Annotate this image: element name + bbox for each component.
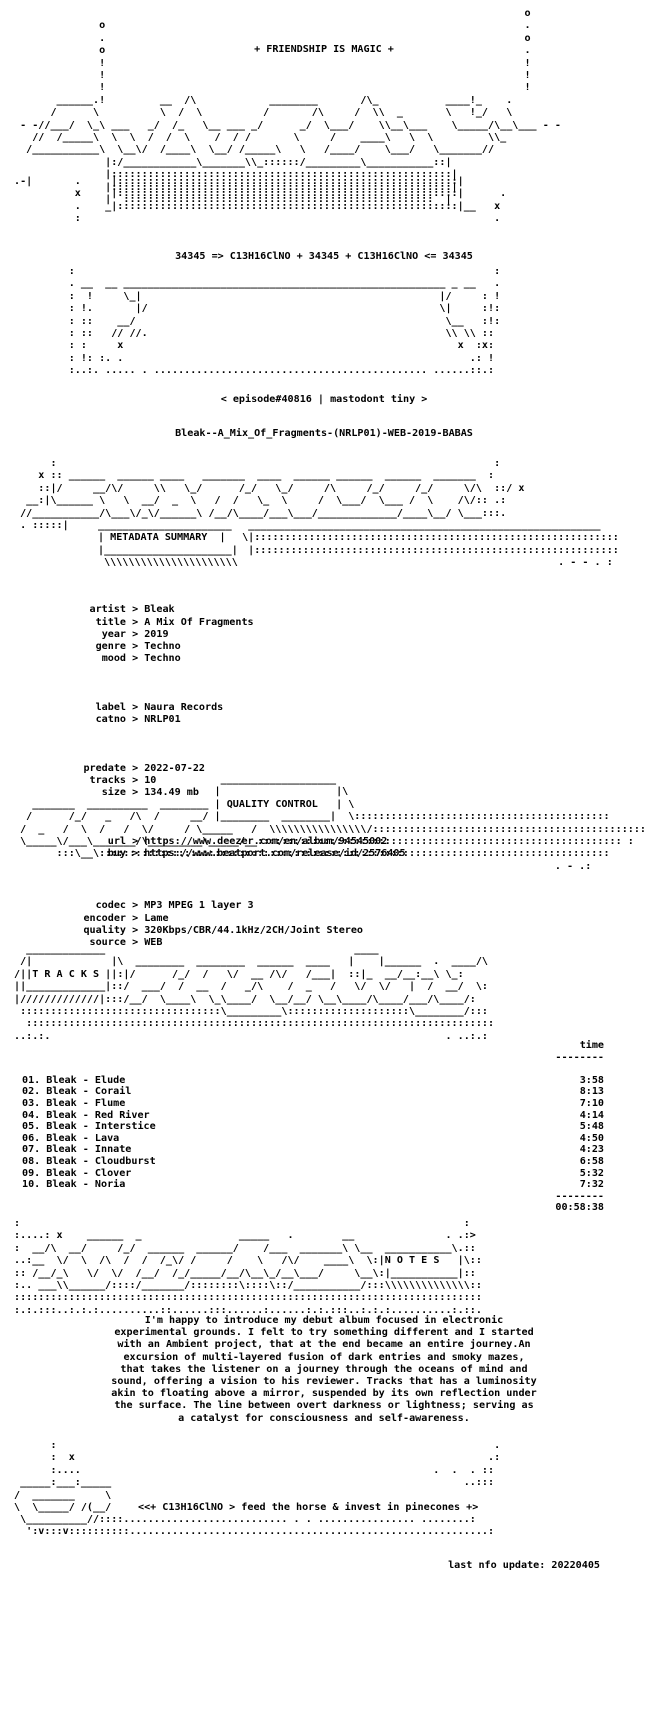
header-ascii-art: o o . . o o: [20, 8, 561, 206]
meta-predate: 2022-07-22: [144, 763, 206, 775]
footer-art-bottom: \__________//::::.......................…: [20, 1514, 495, 1538]
track-time: 4:23: [579, 1144, 604, 1156]
meta-label: Naura Records: [144, 702, 224, 714]
meta-buy-link[interactable]: https://www.beatport.com/release/id/2576…: [144, 848, 406, 860]
meta-year: 2019: [144, 628, 169, 640]
header-bridge-art: : : . __ __ ____________________________…: [68, 266, 501, 377]
track-row: 10. Bleak - Noria 7:32: [22, 1179, 604, 1191]
track-time: 3:58: [579, 1074, 604, 1086]
track-time: 4:14: [579, 1109, 604, 1121]
tracklist-rule-bottom: --------: [555, 1190, 604, 1202]
track-name: 02. Bleak - Corail: [22, 1086, 132, 1098]
footer-tagline: <<+ C13H16ClNO > feed the horse & invest…: [138, 1502, 479, 1513]
release-name: Bleak--A_Mix_Of_Fragments-(NRLP01)-WEB-2…: [175, 428, 473, 439]
track-row: 05. Bleak - Interstice 5:48: [22, 1121, 604, 1133]
track-row: 02. Bleak - Corail 8:13: [22, 1086, 604, 1098]
header-castle-body: .-| . |:::::::::::::::::::::::::::::::::…: [14, 176, 507, 225]
last-update: last nfo update: 20220405: [448, 1560, 600, 1571]
footer-art: : . : x .: :....: [14, 1440, 501, 1514]
track-name: 09. Bleak - Clover: [22, 1167, 132, 1179]
friendship-line: + FRIENDSHIP IS MAGIC +: [254, 44, 394, 55]
track-name: 08. Bleak - Cloudburst: [22, 1155, 156, 1167]
track-row: 06. Bleak - Lava 4:50: [22, 1133, 604, 1145]
metadata-summary-title: METADATA SUMMARY: [110, 532, 208, 544]
meta-size: 134.49 mb: [144, 787, 199, 799]
track-time: 4:50: [579, 1132, 604, 1144]
quality-source: WEB: [144, 937, 163, 949]
track-name: 10. Bleak - Noria: [22, 1179, 126, 1191]
track-row: 03. Bleak - Flume 7:10: [22, 1098, 604, 1110]
meta-mood: Techno: [144, 653, 181, 665]
metadata-box: ______________________ | METADATA SUMMAR…: [98, 520, 238, 569]
meta-catno: NRLP01: [144, 714, 181, 726]
track-name: 03. Bleak - Flume: [22, 1097, 126, 1109]
meta-artist: Bleak: [144, 604, 175, 616]
quality-codec: MP3 MPEG 1 layer 3: [144, 900, 254, 912]
tracks-banner-art: _____________ ____ /| |\ ________ ______…: [14, 944, 495, 1042]
track-row: 09. Bleak - Clover 5:32: [22, 1168, 604, 1180]
track-time: 5:48: [579, 1121, 604, 1133]
meta-url-link[interactable]: https://www.deezer.com/en/album/94545002: [144, 836, 388, 848]
meta-title: A Mix Of Fragments: [144, 616, 254, 628]
track-row: 07. Bleak - Innate 4:23: [22, 1144, 604, 1156]
tracklist-total: 00:58:38: [555, 1202, 604, 1214]
track-name: 07. Bleak - Innate: [22, 1144, 132, 1156]
episode-line: < episode#40816 | mastodont tiny >: [220, 394, 428, 405]
notes-title: N O T E S: [384, 1255, 440, 1267]
tracks-title: T R A C K S: [32, 968, 100, 980]
quality-banner-art: ___________________ | |\ _______ _______…: [20, 774, 647, 872]
notes-banner-art: : : :....: x ______ _ _____ . __ . .:> :…: [14, 1218, 482, 1316]
track-name: 05. Bleak - Interstice: [22, 1121, 156, 1133]
track-time: 6:58: [579, 1155, 604, 1167]
track-time: 8:13: [579, 1086, 604, 1098]
tracklist-rule-top: --------: [555, 1051, 604, 1063]
track-name: 04. Bleak - Red River: [22, 1109, 150, 1121]
quality-control-title: QUALITY CONTROL: [226, 798, 318, 810]
tracklist: time -------- 01. Bleak - Elude 3:58 02. …: [22, 1040, 604, 1214]
tracklist-time-header: time: [579, 1040, 604, 1051]
metadata-banner-art: : : x :: ______ ______ ____ _______ ____…: [20, 458, 525, 532]
quality-quality: 320Kbps/CBR/44.1kHz/2CH/Joint Stereo: [144, 924, 364, 936]
meta-genre: Techno: [144, 641, 181, 653]
metadata-banner-tail: ________________________________________…: [242, 520, 619, 569]
track-name: 01. Bleak - Elude: [22, 1074, 126, 1086]
quality-encoder: Lame: [144, 912, 169, 924]
track-row: 01. Bleak - Elude 3:58: [22, 1075, 604, 1087]
track-row: 04. Bleak - Red River 4:14: [22, 1110, 604, 1122]
track-time: 7:10: [579, 1097, 604, 1109]
track-time: 5:32: [579, 1167, 604, 1179]
track-name: 06. Bleak - Lava: [22, 1132, 120, 1144]
formula-line: 34345 => C13H16ClNO + 34345 + C13H16ClNO…: [175, 251, 473, 262]
meta-tracks: 10: [144, 775, 157, 787]
track-time: 7:32: [579, 1179, 604, 1191]
track-row: 08. Bleak - Cloudburst 6:58: [22, 1156, 604, 1168]
notes-text: I'm happy to introduce my debut album fo…: [111, 1315, 537, 1424]
